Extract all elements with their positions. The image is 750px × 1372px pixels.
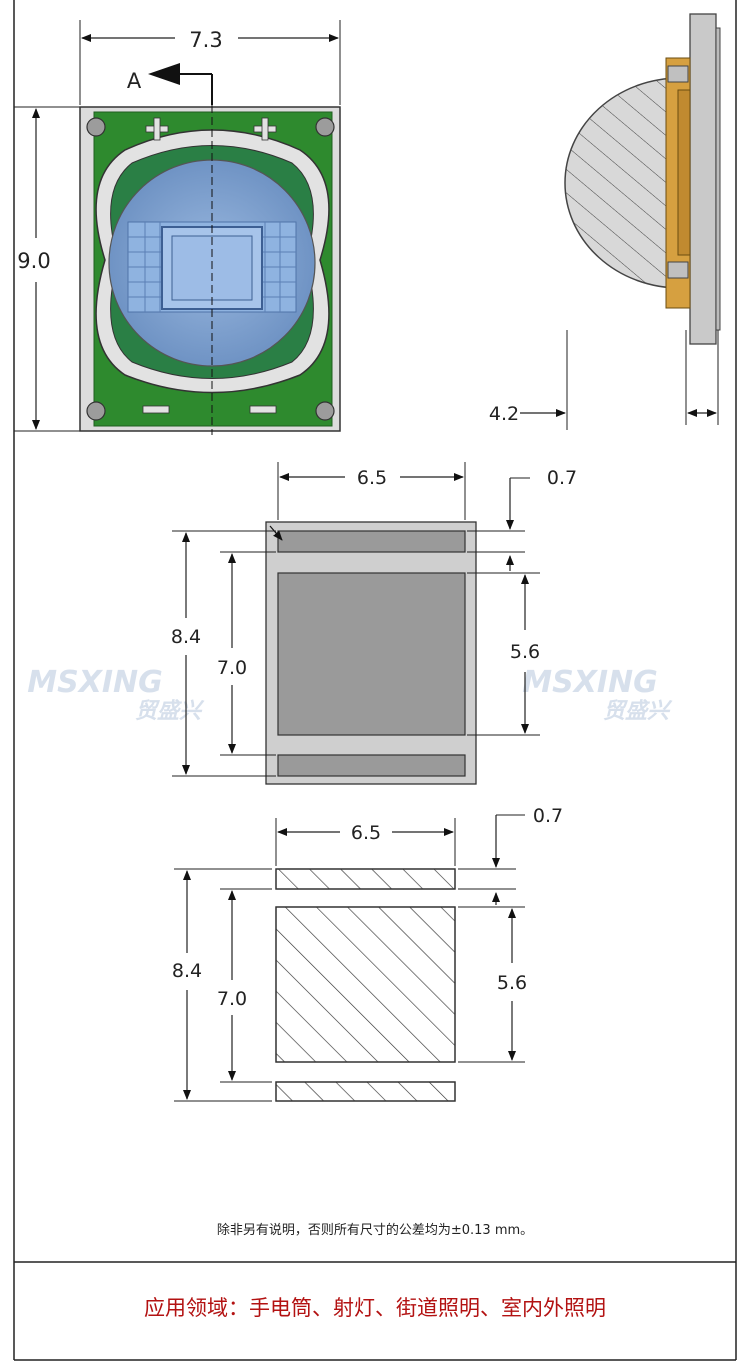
pad-view-gray: 6.5 0.7 5.6 8.4 7.0: [171, 462, 577, 785]
anode-pad-hatched: [275, 868, 456, 890]
gray-inner-height-label: 7.0: [217, 657, 247, 679]
gray-center-pad-label: 5.6: [510, 641, 540, 663]
hatched-center-pad-label: 5.6: [497, 972, 527, 994]
watermark-brand: MSXING: [522, 665, 657, 700]
cathode-pad-hatched: [275, 1081, 456, 1102]
top-view: 7.3 A 9.0: [14, 20, 341, 435]
top-height-label: 9.0: [17, 249, 50, 273]
thermal-pad: [277, 572, 466, 736]
cathode-pad: [277, 754, 466, 777]
hatched-thickness-label: 0.7: [533, 805, 563, 827]
thermal-pad-hatched: [275, 906, 456, 1063]
plus-icon: [145, 117, 169, 141]
mount-hole-icon: [315, 401, 335, 421]
tolerance-note: 除非另有说明，否则所有尺寸的公差均为±0.13 mm。: [216, 1223, 534, 1238]
gray-width-label: 6.5: [357, 467, 387, 489]
applications-text: 应用领域：手电筒、射灯、街道照明、室内外照明: [144, 1296, 606, 1320]
hatched-inner-height-label: 7.0: [217, 988, 247, 1010]
gray-outer-height-label: 8.4: [171, 626, 201, 648]
watermark-brand: MSXING: [27, 665, 162, 700]
hatched-outer-height-label: 8.4: [172, 960, 202, 982]
top-width-label: 7.3: [189, 28, 222, 52]
page-border: [13, 0, 737, 1361]
mount-hole-icon: [86, 117, 106, 137]
side-height-label: 4.2: [489, 403, 519, 425]
mount-hole-icon: [315, 117, 335, 137]
minus-icon: [249, 405, 277, 414]
watermark-cn: 贸盛兴: [603, 698, 673, 724]
pad-view-hatched: 6.5 0.7 5.6 8.4 7.0: [172, 805, 563, 1102]
plus-icon: [253, 117, 277, 141]
watermark-cn: 贸盛兴: [135, 698, 205, 724]
minus-icon: [142, 405, 170, 414]
gray-thickness-label: 0.7: [547, 467, 577, 489]
mount-hole-icon: [86, 401, 106, 421]
anode-pad: [277, 530, 466, 553]
section-label: A: [127, 69, 142, 93]
side-view: 4.2: [489, 13, 721, 430]
hatched-width-label: 6.5: [351, 822, 381, 844]
